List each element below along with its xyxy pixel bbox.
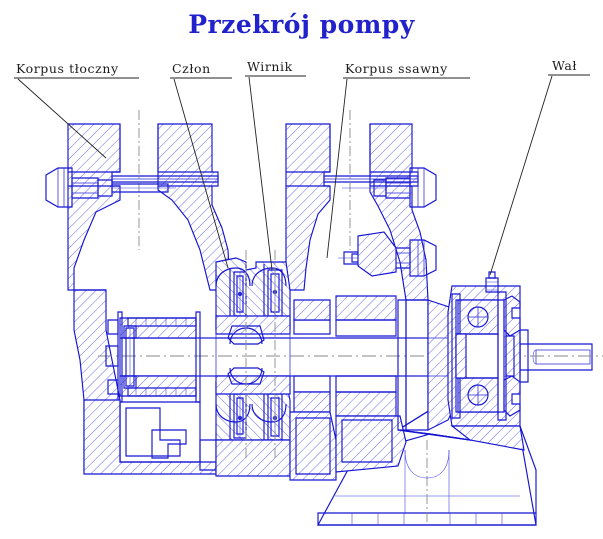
leader-impeller — [248, 76, 273, 271]
stage-hub-lower — [215, 367, 397, 417]
stage-sections-upper — [215, 257, 291, 331]
callout-leaders — [14, 74, 590, 276]
leader-suction-casing — [326, 78, 348, 259]
callout-label-suction-casing: Korpus ssawny — [345, 61, 448, 76]
leader-stage-section — [173, 78, 229, 269]
callout-label-shaft: Wał — [552, 58, 578, 73]
suction-flange-bolt — [342, 167, 437, 208]
discharge-flange-bolt — [45, 167, 176, 208]
leader-shaft — [489, 75, 553, 276]
suction-casing-body — [285, 110, 429, 301]
bearing-cover-plate — [505, 329, 529, 383]
leader-discharge-casing — [17, 78, 107, 159]
casing-lower-walls — [83, 299, 471, 481]
callout-label-stage-section: Człon — [172, 61, 211, 76]
bearing-housing — [447, 271, 537, 513]
stuffing-box-packing — [105, 311, 201, 403]
detail-edges — [196, 250, 448, 460]
pump-shaft — [98, 337, 603, 377]
callout-label-impeller: Wirnik — [247, 59, 293, 74]
suction-lower-bolt — [338, 231, 437, 277]
callout-label-discharge-casing: Korpus tłoczny — [16, 61, 119, 76]
page-title: Przekrój pompy — [188, 10, 415, 39]
